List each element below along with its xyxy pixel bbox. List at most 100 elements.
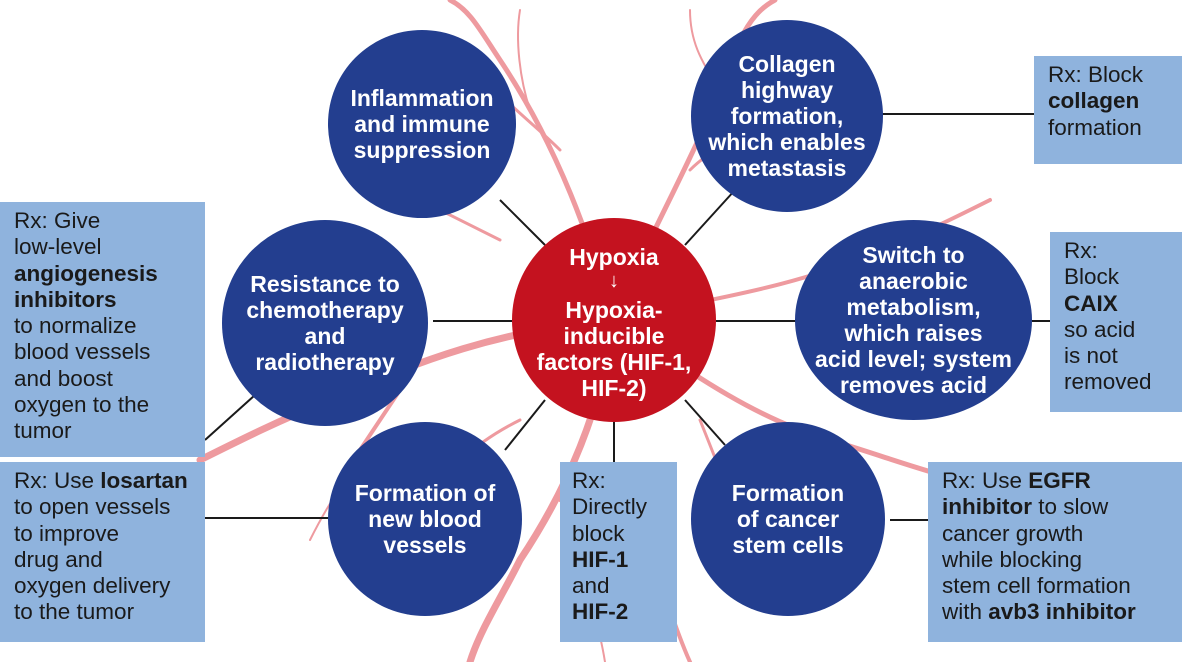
rx-line: inhibitors [14, 287, 195, 313]
rx-bold-text: CAIX [1064, 290, 1118, 316]
circle-line: chemotherapy [246, 297, 404, 323]
circle-stem-cells: Formation of cancer stem cells [691, 422, 885, 616]
rx-bold-text: HIF-1 [572, 546, 629, 572]
circle-line: formation, [730, 103, 844, 129]
rx-text: oxygen to the [14, 392, 150, 418]
hypoxia-label: Hypoxia [569, 243, 659, 270]
circle-line: removes acid [839, 372, 988, 398]
rx-text: Rx: Block [1048, 62, 1144, 87]
rx-line: Rx: Use EGFR [942, 468, 1172, 494]
rx-text: Rx: Use [942, 468, 1029, 493]
rx-text: to normalize [14, 313, 137, 339]
circle-line: Switch to [862, 242, 965, 268]
rx-line: Block [1064, 264, 1172, 290]
rx-text: to slow [1031, 494, 1109, 520]
rx-bold-text: inhibitors [14, 286, 117, 312]
circle-line: Formation [731, 480, 845, 506]
rx-bold-text: inhibitor [942, 494, 1032, 520]
rx-text: oxygen delivery [14, 573, 171, 599]
circle-line: highway [740, 77, 833, 103]
circle-line: of cancer [736, 506, 840, 532]
hif-line: HIF-2) [581, 374, 647, 401]
circle-line: which raises [844, 320, 983, 346]
rx-line: stem cell formation [942, 573, 1172, 599]
rx-line: so acid [1064, 317, 1172, 343]
rx-line: is not [1064, 343, 1172, 369]
rx-text: Rx: Give [14, 208, 101, 233]
rx-text: block [572, 520, 625, 546]
rx-line: cancer growth [942, 521, 1172, 547]
rx-line: to the tumor [14, 599, 195, 625]
rx-line: to normalize [14, 313, 195, 339]
rx-bold-text: HIF-2 [572, 599, 629, 625]
connector-collagen [684, 189, 736, 246]
circle-line: radiotherapy [255, 349, 395, 375]
rx-line: Directly [572, 494, 667, 520]
rx-text: removed [1064, 369, 1152, 395]
circle-anaerobic: Switch to anaerobic metabolism, which ra… [795, 220, 1032, 420]
rx-line: Rx: Block [1048, 62, 1172, 88]
rx-line: drug and [14, 547, 195, 573]
circle-line: metastasis [727, 155, 847, 181]
circle-line: Inflammation [350, 85, 494, 111]
circle-line: acid level; system [815, 346, 1012, 372]
rx-line: oxygen to the [14, 392, 195, 418]
rx-line: Rx: [1064, 238, 1172, 264]
circle-line: anaerobic [859, 268, 968, 294]
rx-line: to open vessels [14, 494, 195, 520]
circle-line: suppression [353, 137, 491, 163]
circle-new-vessels: Formation of new blood vessels [328, 422, 522, 616]
rx-text: and [572, 573, 610, 599]
connector-inflammation [499, 199, 546, 246]
rx-text: is not [1064, 343, 1118, 369]
circle-line: metabolism, [846, 294, 981, 320]
circle-line: new blood [368, 506, 482, 532]
rx-line: Rx: Use losartan [14, 468, 195, 494]
rx-text: Rx: Use [14, 468, 101, 493]
rx-text: low-level [14, 234, 102, 260]
rx-text: and boost [14, 365, 113, 391]
rx-text: to open vessels [14, 494, 171, 520]
hif-line: Hypoxia- [565, 296, 663, 323]
rx-line: to improve [14, 521, 195, 547]
rx-line: inhibitor to slow [942, 494, 1172, 520]
circle-line: vessels [383, 532, 467, 558]
rx-line: low-level [14, 234, 195, 260]
rx-text: Rx: [572, 468, 606, 493]
rx-line: with avb3 inhibitor [942, 599, 1172, 625]
rx-text: Rx: [1064, 238, 1098, 263]
rx-line: Rx: [572, 468, 667, 494]
rx-line: and boost [14, 366, 195, 392]
rx-line: CAIX [1064, 291, 1172, 317]
rx-line: and [572, 573, 667, 599]
rx-bold-text: avb3 inhibitor [988, 599, 1136, 625]
circle-line: stem cells [732, 532, 844, 558]
rx-text: Block [1064, 264, 1120, 290]
rx-text: stem cell formation [942, 573, 1131, 599]
rx-bold-text: angiogenesis [14, 260, 158, 286]
rx-text: Directly [572, 494, 648, 520]
rx-line: HIF-2 [572, 599, 667, 625]
rx-line: block [572, 521, 667, 547]
rx-line: formation [1048, 115, 1172, 141]
rx-line: blood vessels [14, 339, 195, 365]
rx-text: cancer growth [942, 520, 1084, 546]
rx-line: angiogenesis [14, 261, 195, 287]
rx-text: to the tumor [14, 599, 135, 625]
arrow-down-icon: ↓ [609, 269, 619, 292]
rx-text: to improve [14, 520, 120, 546]
circle-line: Collagen [738, 51, 836, 77]
rx-text: formation [1048, 114, 1142, 140]
rx-line: tumor [14, 418, 195, 444]
rx-line: removed [1064, 369, 1172, 395]
rx-text: so acid [1064, 316, 1136, 342]
connector-angiogenesis-rx [204, 394, 256, 441]
circle-hypoxia-center: Hypoxia ↓ Hypoxia- inducible factors (HI… [512, 218, 716, 422]
